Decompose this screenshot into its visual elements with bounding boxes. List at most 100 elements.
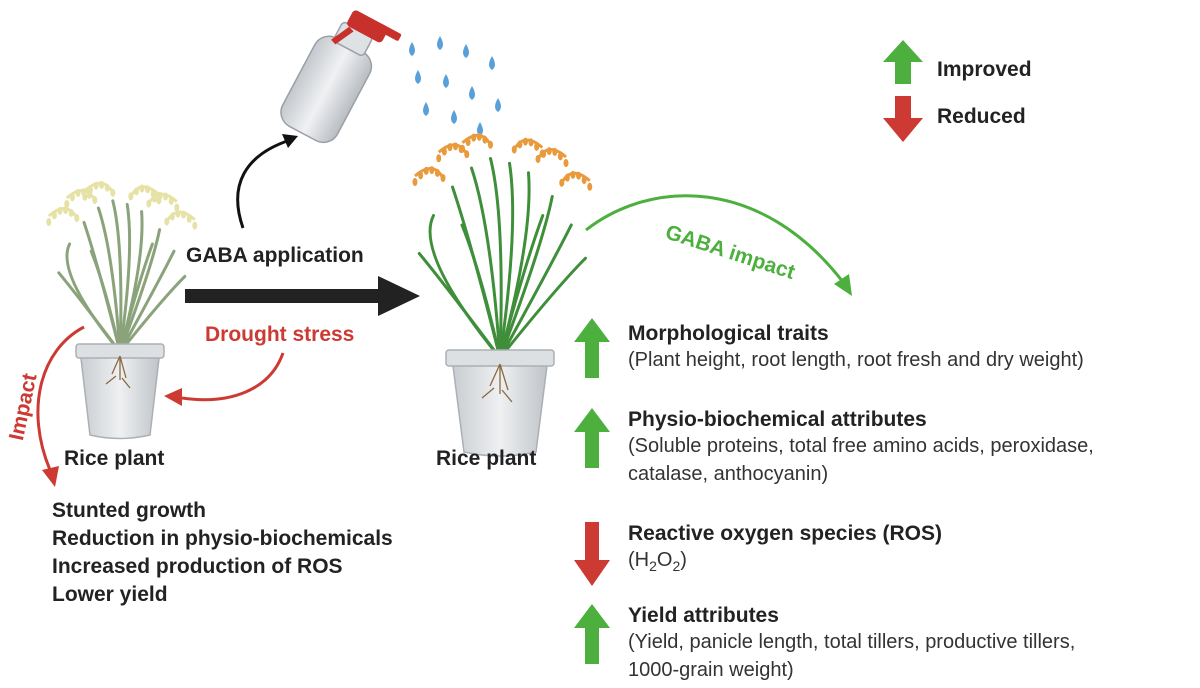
rice-grain: [51, 211, 57, 220]
arrow-up-icon: [574, 408, 610, 468]
rice-grain: [104, 183, 110, 192]
drought-stress-label: Drought stress: [205, 323, 355, 346]
water-drops-icon: [409, 36, 501, 136]
outcome-details: catalase, anthocyanin): [628, 463, 829, 485]
rice-grain: [557, 152, 563, 161]
arrow-down-icon: [574, 522, 610, 586]
rice-grain: [447, 143, 453, 152]
rice-grain: [133, 187, 139, 196]
rice-leaf: [498, 214, 545, 360]
formula-part: O: [656, 549, 673, 571]
outcome-arrows: [574, 318, 610, 664]
rice-grain: [63, 206, 69, 215]
rice-plant-stressed-icon: [46, 180, 198, 440]
rice-grain: [488, 140, 493, 149]
outcome-title: Yield attributes: [628, 604, 779, 627]
rice-leaf: [96, 206, 122, 354]
rice-grain: [460, 144, 465, 153]
water-drop-icon: [495, 98, 501, 112]
rice-grain: [511, 145, 517, 154]
rice-grain: [57, 206, 63, 215]
rice-grain: [157, 191, 163, 200]
water-drop-icon: [443, 74, 449, 88]
outcome-ros: Reactive oxygen species (ROS) (H2O2): [628, 522, 942, 580]
outcome-physio-biochemical: Physio-biochemical attributes (Soluble p…: [628, 408, 1094, 488]
formula-subscript: 2: [672, 558, 681, 574]
rice-plant-healthy-icon: [412, 132, 593, 457]
formula-part: ): [680, 549, 687, 571]
outcome-details: (Yield, panicle length, total tillers, p…: [628, 631, 1076, 653]
rice-leaf: [118, 249, 176, 354]
rice-grain: [464, 150, 470, 159]
rice-leaf: [89, 249, 122, 354]
outcome-details-formula: (H2O2): [628, 546, 942, 580]
rice-grain: [75, 188, 81, 197]
rice-grain: [69, 193, 75, 202]
rice-grain: [541, 149, 547, 158]
rice-grain: [186, 214, 192, 223]
impact-arrow-icon: [36, 325, 85, 487]
rice-leaf: [118, 242, 154, 354]
rice-grain: [168, 196, 174, 205]
rice-grain: [46, 218, 52, 226]
outcome-details: 1000-grain weight): [628, 659, 794, 681]
rice-grain: [440, 174, 446, 182]
rice-grain: [465, 138, 471, 147]
rice-grain: [453, 142, 459, 151]
arrow-up-icon: [574, 318, 610, 378]
legend-improved-label: Improved: [937, 58, 1032, 81]
rice-grain: [151, 194, 157, 203]
outcome-details: (Soluble proteins, total free amino acid…: [628, 435, 1094, 457]
rice-grain: [517, 140, 523, 149]
legend-improved-arrow-icon: [883, 40, 923, 84]
rice-grain: [128, 192, 134, 201]
formula-subscript: 2: [649, 558, 657, 574]
rice-leaf: [470, 166, 502, 360]
rice-grain: [192, 221, 198, 230]
rice-grain: [528, 138, 534, 147]
rice-grain: [476, 132, 482, 141]
rice-leaf: [498, 195, 554, 360]
rice-grain: [418, 171, 424, 180]
rice-leaf: [118, 202, 132, 354]
drought-effects-list: Stunted growth Reduction in physio-bioch…: [52, 497, 393, 609]
drought-effect-item: Increased production of ROS: [52, 555, 343, 578]
drought-effect-item: Reduction in physio-biochemicals: [52, 527, 393, 550]
arrow-up-icon: [574, 604, 610, 664]
rice-grain: [92, 196, 98, 204]
rice-leaf: [118, 228, 162, 354]
rice-leaf: [111, 199, 123, 354]
rice-grain: [87, 186, 93, 195]
rice-grain: [534, 142, 540, 151]
rice-grain: [82, 192, 88, 201]
rice-grain: [163, 192, 169, 201]
rice-grain: [564, 173, 570, 182]
right-plant-label: Rice plant: [436, 447, 537, 470]
gaba-impact-arrow-icon: [585, 194, 852, 296]
rice-leaf: [498, 223, 573, 360]
outcome-details: (Plant height, root length, root fresh a…: [628, 349, 1084, 371]
drought-effect-item: Lower yield: [52, 583, 168, 606]
rice-grain: [74, 214, 80, 222]
water-drop-icon: [437, 36, 443, 50]
rice-grain: [570, 170, 576, 179]
spray-bottle-icon: [280, 10, 402, 144]
rice-grain: [436, 154, 442, 163]
rice-leaf: [498, 161, 515, 360]
rice-grain: [587, 182, 593, 191]
formula-part: (H: [628, 549, 650, 571]
outcome-title: Physio-biochemical attributes: [628, 408, 927, 431]
drought-arrow-icon: [164, 352, 285, 406]
rice-grain: [93, 181, 99, 190]
outcome-title: Morphological traits: [628, 322, 829, 345]
rice-grain: [99, 180, 105, 189]
rice-grain: [181, 210, 187, 219]
rice-leaf: [57, 271, 122, 354]
gaba-application-label: GABA application: [186, 244, 364, 267]
rice-grain: [164, 217, 170, 226]
left-plant-label: Rice plant: [64, 447, 165, 470]
rice-grain: [576, 171, 582, 180]
rice-grain: [139, 184, 145, 193]
